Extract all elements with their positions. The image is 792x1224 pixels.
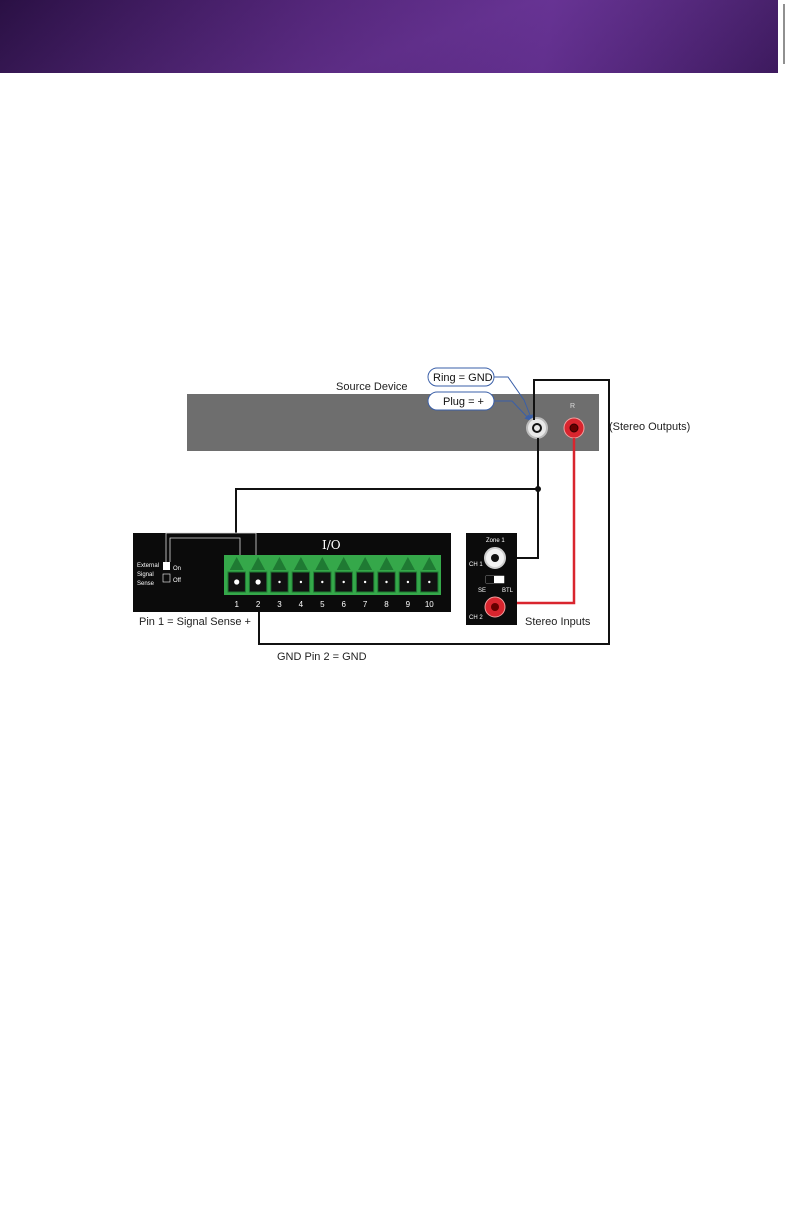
sense-switch-on [163,562,170,570]
terminal-screw [321,581,323,583]
switch-label-line-1: External [137,563,159,569]
switch-on-label: On [173,566,181,572]
wire-junction [535,486,541,492]
switch-label-line-3: Sense [137,581,155,587]
ch2-label: CH 2 [469,615,483,621]
terminal-screw [234,579,239,584]
pin1-label: Pin 1 = Signal Sense + [139,616,251,628]
right-jack-label: R [570,403,575,410]
pin-number: 6 [341,600,346,609]
pin-number: 8 [384,600,389,609]
right-output-jack-center [570,424,578,432]
pin-number: 4 [299,600,304,609]
terminal-screw [385,581,387,583]
pin-number: 3 [277,600,282,609]
ch2-input-jack-center [491,603,499,611]
pin-number: 9 [406,600,411,609]
switch-off-label: Off [173,578,181,584]
terminal-screw [300,581,302,583]
callout-ring-label: Ring = GND [433,372,493,384]
pin-number: 10 [425,600,434,609]
terminal-screw [256,579,261,584]
stereo-outputs-label: (Stereo Outputs) [609,421,690,433]
terminal-screw [364,581,366,583]
terminal-screw [428,581,430,583]
left-output-jack [527,418,547,438]
pin-number: 2 [256,600,261,609]
pin-number: 5 [320,600,325,609]
terminal-screw [343,581,345,583]
se-label: SE [478,588,486,594]
io-title: I/O [322,538,341,552]
switch-label-line-2: Signal [137,572,154,578]
stereo-inputs-label: Stereo Inputs [525,616,591,628]
pin-number: 7 [363,600,368,609]
terminal-screw [278,581,280,583]
source-device-label: Source Device [336,381,408,393]
se-btl-switch-knob [486,576,494,583]
pin-number: 1 [234,600,239,609]
btl-label: BTL [502,588,514,594]
ch1-label: CH 1 [469,562,483,568]
callout-plug-label: Plug = + [443,396,484,408]
pin2-label: GND Pin 2 = GND [277,651,367,663]
zone-label: Zone 1 [486,538,505,544]
terminal-screw [407,581,409,583]
ch1-input-jack-center [491,554,499,562]
